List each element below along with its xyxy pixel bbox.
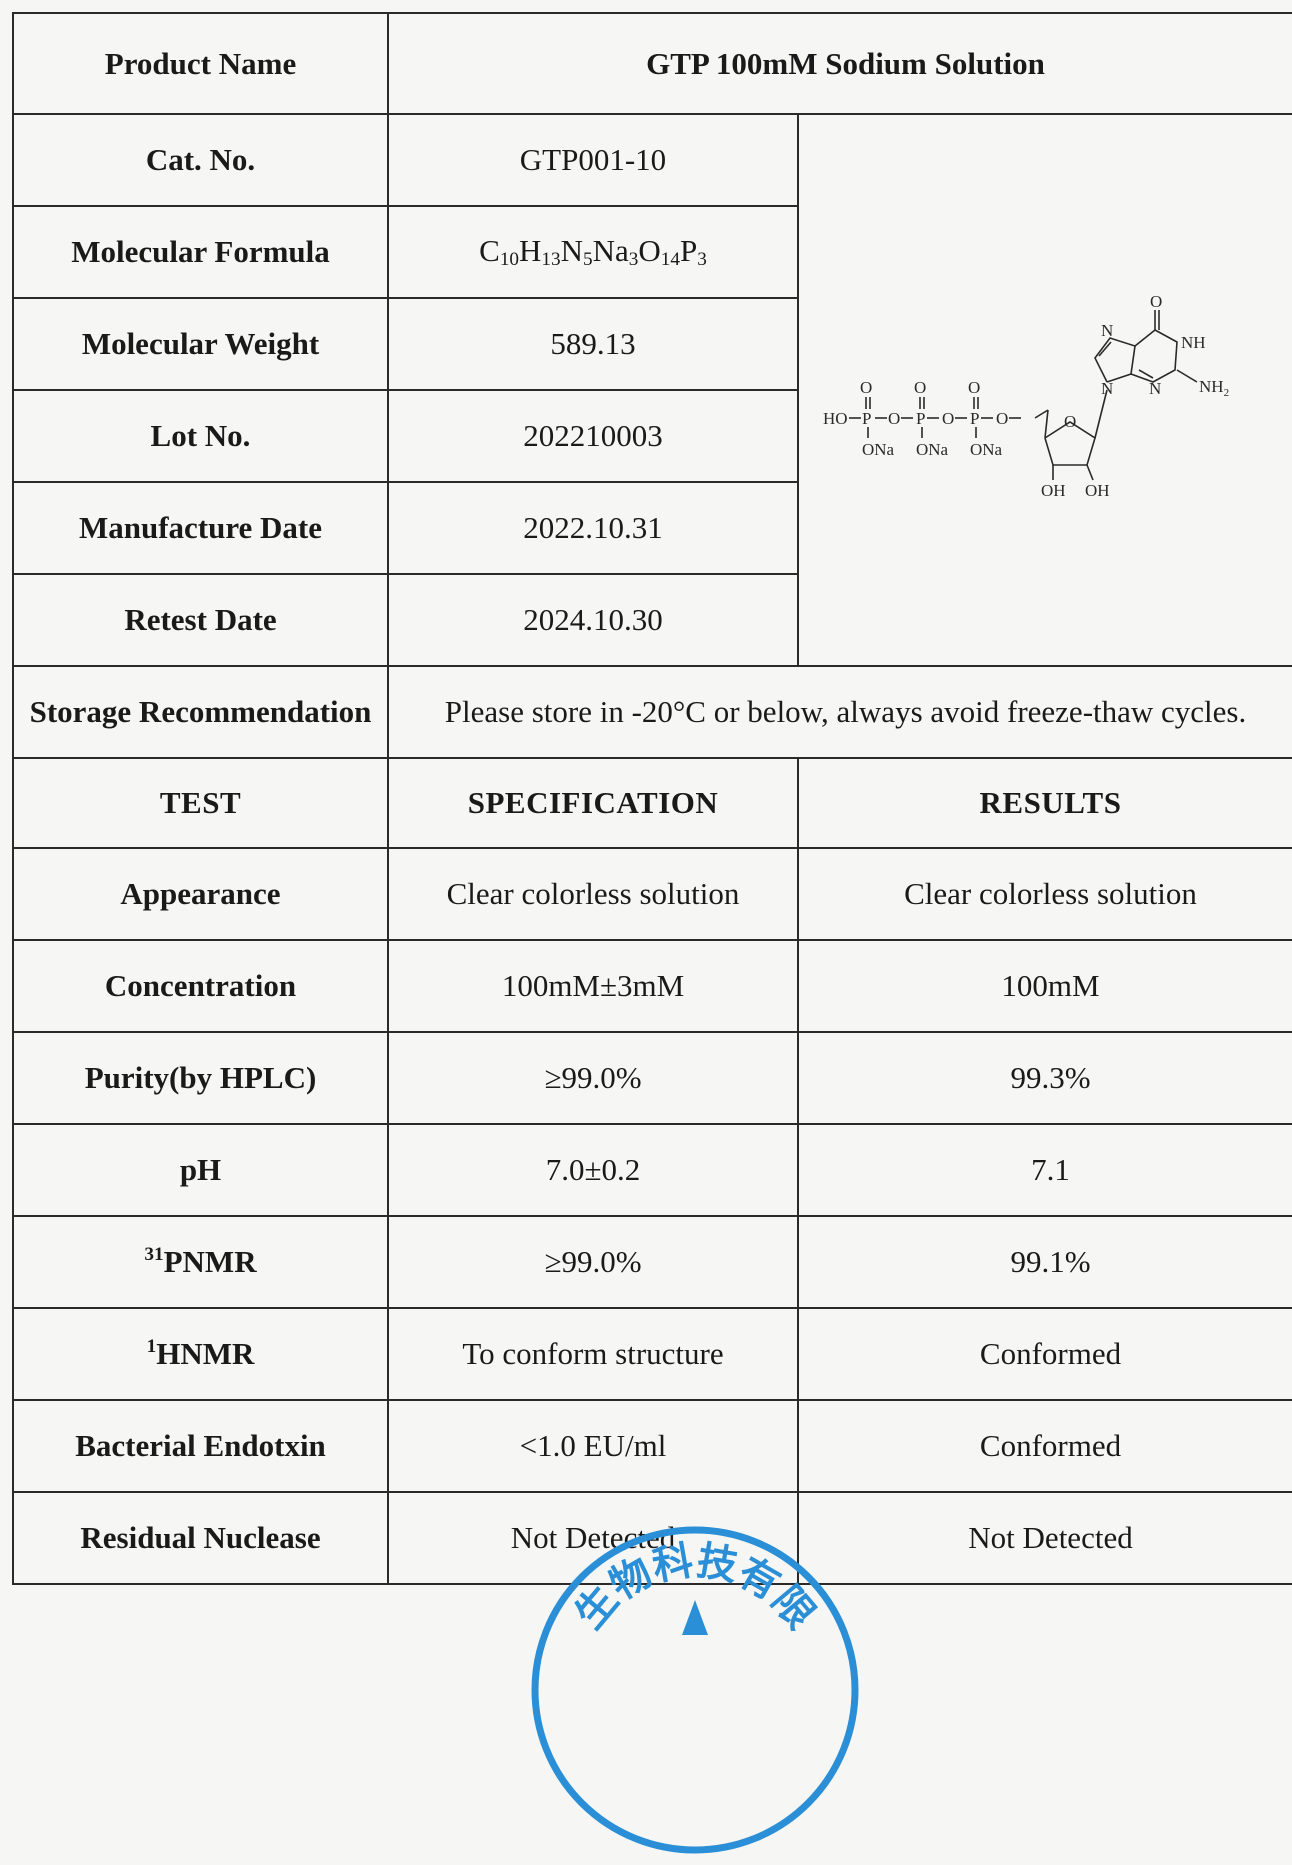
manufacture-date-value: 2022.10.31 [387, 481, 799, 575]
test-name: 31PNMR [12, 1215, 389, 1309]
lot-no-label: Lot No. [12, 389, 389, 483]
atom-nh2: NH2 [1199, 377, 1229, 399]
test-name: pH [12, 1123, 389, 1217]
molecular-formula-label: Molecular Formula [12, 205, 389, 299]
atom-ho: HO [823, 409, 848, 428]
test-row: Concentration 100mM±3mM 100mM [12, 939, 1292, 1033]
certificate-sheet: Product Name GTP 100mM Sodium Solution C… [12, 12, 1292, 1652]
test-row: Purity(by HPLC) ≥99.0% 99.3% [12, 1031, 1292, 1125]
info-row: Cat. No. GTP001-10 [12, 113, 1292, 667]
storage-value: Please store in -20°C or below, always a… [387, 665, 1292, 759]
coa-table: Product Name GTP 100mM Sodium Solution C… [12, 12, 1292, 1585]
test-name: Appearance [12, 847, 389, 941]
manufacture-date-label: Manufacture Date [12, 481, 389, 575]
test-name: Residual Nuclease [12, 1491, 389, 1585]
test-spec: To conform structure [387, 1307, 799, 1401]
info-row: Manufacture Date 2022.10.31 [12, 481, 1292, 575]
test-spec: Not Detected [387, 1491, 799, 1585]
product-name-row: Product Name GTP 100mM Sodium Solution [12, 12, 1292, 115]
atom-oh: OH [1085, 481, 1110, 500]
test-result: Not Detected [797, 1491, 1292, 1585]
test-spec: 7.0±0.2 [387, 1123, 799, 1217]
lot-no-value: 202210003 [387, 389, 799, 483]
atom-o: O [914, 378, 926, 397]
test-header-row: TEST SPECIFICATION RESULTS [12, 757, 1292, 849]
atom-nh: NH [1181, 333, 1206, 352]
atom-n: N [1101, 321, 1113, 340]
atom-o-carbonyl: O [1150, 292, 1162, 311]
atom-ona: ONa [970, 440, 1003, 459]
info-row: Lot No. 202210003 [12, 389, 1292, 483]
atom-o: O [860, 378, 872, 397]
cat-no-value: GTP001-10 [387, 113, 799, 207]
results-header: RESULTS [797, 757, 1292, 849]
test-result: Conformed [797, 1307, 1292, 1401]
storage-row: Storage Recommendation Please store in -… [12, 665, 1292, 759]
test-result: 7.1 [797, 1123, 1292, 1217]
info-row: Retest Date 2024.10.30 [12, 573, 1292, 667]
test-spec: <1.0 EU/ml [387, 1399, 799, 1493]
retest-date-label: Retest Date [12, 573, 389, 667]
test-row: 1HNMR To conform structure Conformed [12, 1307, 1292, 1401]
test-spec: 100mM±3mM [387, 939, 799, 1033]
atom-p: P [916, 409, 925, 428]
test-spec: ≥99.0% [387, 1031, 799, 1125]
cat-no-label: Cat. No. [12, 113, 389, 207]
molecular-formula-value: C10H13N5Na3O14P3 [387, 205, 799, 299]
test-row: Residual Nuclease Not Detected Not Detec… [12, 1491, 1292, 1585]
info-row: Molecular Weight 589.13 [12, 297, 1292, 391]
chemical-structure: O O O HO P O P O P O ONa ONa ONa O [823, 292, 1229, 500]
test-name: Purity(by HPLC) [12, 1031, 389, 1125]
test-spec: ≥99.0% [387, 1215, 799, 1309]
test-result: 100mM [797, 939, 1292, 1033]
retest-date-value: 2024.10.30 [387, 573, 799, 667]
specification-header: SPECIFICATION [387, 757, 799, 849]
test-name: Bacterial Endotxin [12, 1399, 389, 1493]
atom-ona: ONa [916, 440, 949, 459]
test-row: pH 7.0±0.2 7.1 [12, 1123, 1292, 1217]
atom-p: P [862, 409, 871, 428]
product-name-value: GTP 100mM Sodium Solution [387, 12, 1292, 115]
atom-oh: OH [1041, 481, 1066, 500]
chemical-structure-cell: O O O HO P O P O P O ONa ONa ONa O [797, 113, 1292, 667]
test-spec: Clear colorless solution [387, 847, 799, 941]
molecular-weight-label: Molecular Weight [12, 297, 389, 391]
test-name: 1HNMR [12, 1307, 389, 1401]
atom-ona: ONa [862, 440, 895, 459]
atom-n: N [1101, 379, 1113, 398]
test-name: Concentration [12, 939, 389, 1033]
atom-o: O [968, 378, 980, 397]
test-header: TEST [12, 757, 389, 849]
molecular-weight-value: 589.13 [387, 297, 799, 391]
atom-o: O [888, 409, 900, 428]
product-name-label: Product Name [12, 12, 389, 115]
atom-p: P [970, 409, 979, 428]
storage-label: Storage Recommendation [12, 665, 389, 759]
test-row: 31PNMR ≥99.0% 99.1% [12, 1215, 1292, 1309]
atom-o: O [942, 409, 954, 428]
atom-n: N [1149, 379, 1161, 398]
test-row: Appearance Clear colorless solution Clea… [12, 847, 1292, 941]
test-result: 99.3% [797, 1031, 1292, 1125]
atom-o-ring: O [1064, 412, 1076, 431]
atom-o: O [996, 409, 1008, 428]
info-row: Molecular Formula C10H13N5Na3O14P3 [12, 205, 1292, 299]
test-row: Bacterial Endotxin <1.0 EU/ml Conformed [12, 1399, 1292, 1493]
test-result: Conformed [797, 1399, 1292, 1493]
test-result: 99.1% [797, 1215, 1292, 1309]
test-result: Clear colorless solution [797, 847, 1292, 941]
